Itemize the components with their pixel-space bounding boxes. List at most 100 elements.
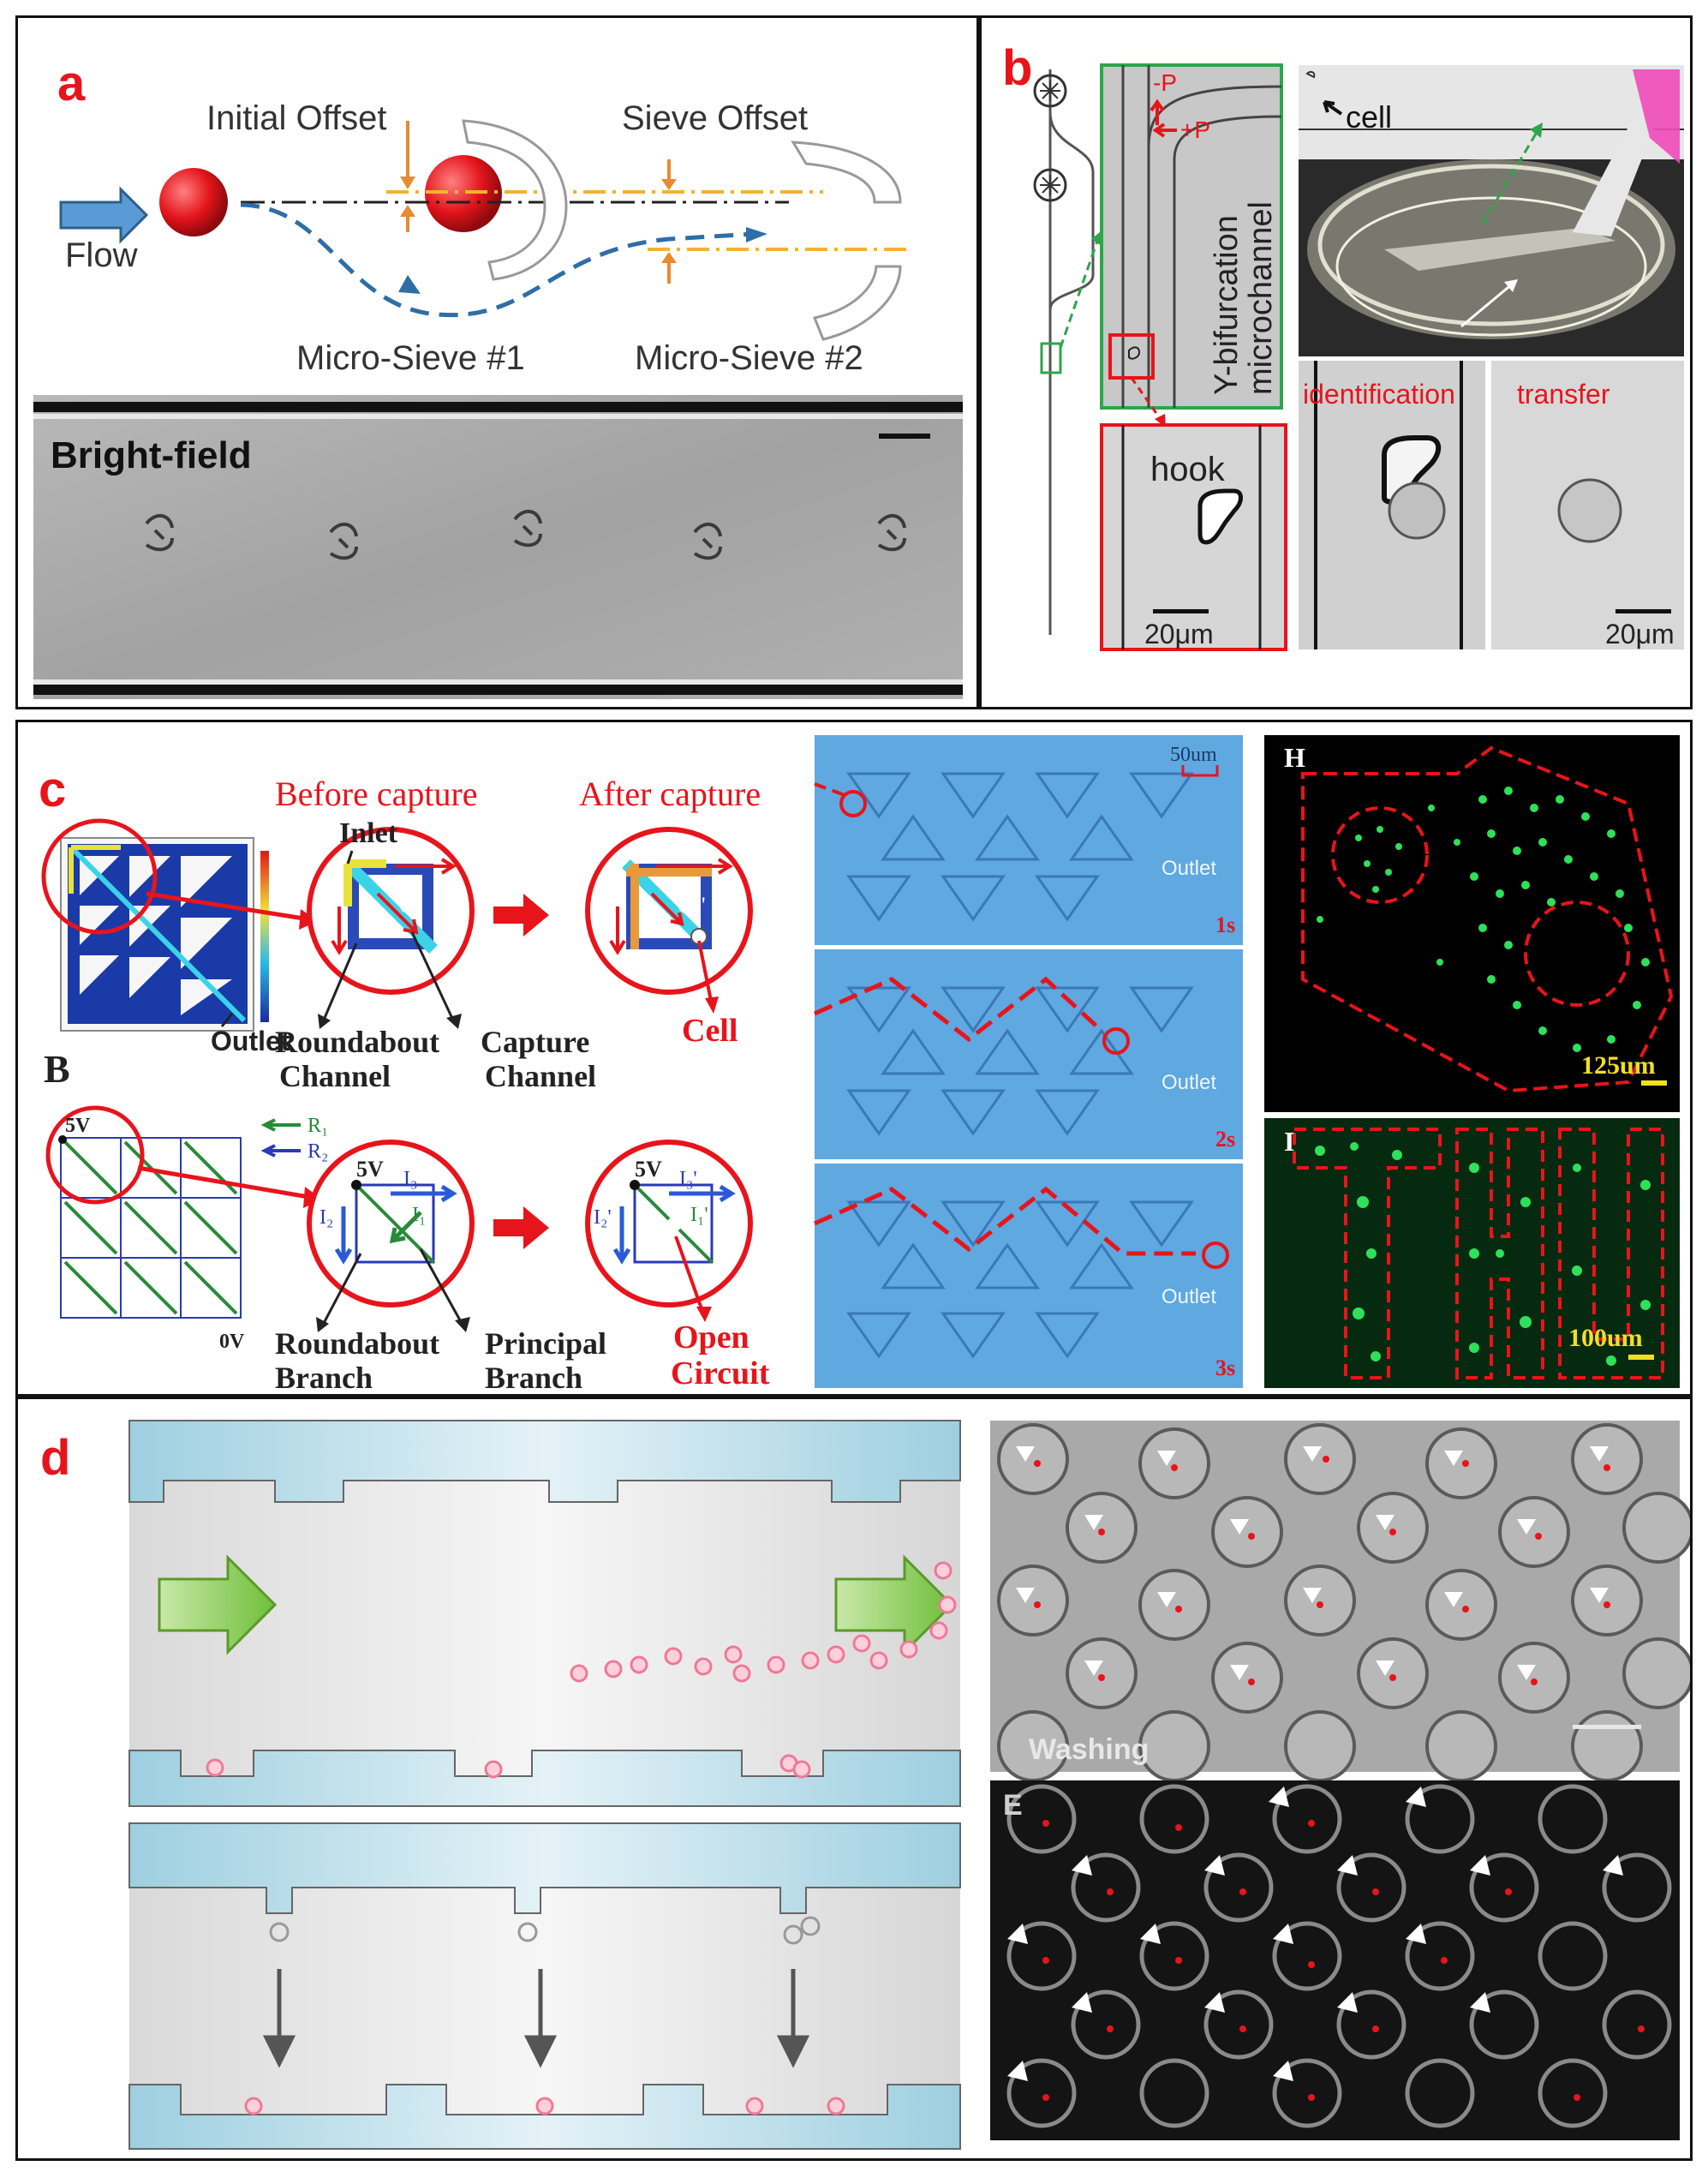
panel-d-diagram: Washing E bbox=[128, 1420, 1690, 2150]
0v-label: 0V bbox=[219, 1331, 245, 1353]
flow-label: Flow bbox=[65, 236, 138, 274]
channel-wall-top bbox=[33, 402, 963, 412]
micro-sieve-1-shape bbox=[462, 119, 568, 281]
minus-p-arrow-icon bbox=[1150, 99, 1165, 125]
micro-sieve-2-label: Micro-Sieve #2 bbox=[635, 339, 863, 377]
time-1s: 1s bbox=[1215, 912, 1235, 937]
released-wells bbox=[269, 1916, 821, 1945]
i2p-label: I₂' bbox=[594, 1206, 612, 1229]
inlet-label: Inlet bbox=[339, 817, 398, 849]
hook-icon-2 bbox=[1382, 435, 1442, 506]
micrograph-timeseries bbox=[813, 735, 1243, 1388]
transition-arrow-icon-2 bbox=[493, 1206, 549, 1249]
principal-branch-label-2: Branch bbox=[485, 1361, 582, 1395]
channel-bottom-wall bbox=[128, 1750, 961, 1807]
scale-label-2: 20μm bbox=[1605, 619, 1675, 649]
5v-label-3: 5V bbox=[635, 1157, 662, 1182]
micro-scale-label: 50um bbox=[1170, 744, 1217, 766]
roundabout-branch-label-1: Roundabout bbox=[275, 1326, 439, 1361]
transfer-label: transfer bbox=[1517, 379, 1610, 410]
i1-arrow-icon bbox=[389, 1211, 422, 1244]
i3-arrow-icon bbox=[391, 1184, 457, 1203]
sieve-structures bbox=[145, 510, 906, 560]
panel-label-c: c bbox=[39, 762, 67, 817]
panel-label-a: a bbox=[57, 56, 86, 111]
washing-label: Washing bbox=[1029, 1733, 1149, 1766]
q3p-arrow-icon bbox=[656, 858, 733, 875]
q3-label: Q₃ bbox=[395, 838, 419, 863]
channel-bottom-wall-2 bbox=[128, 2084, 961, 2150]
principal-branches bbox=[63, 1140, 238, 1315]
i2-label: I₂ bbox=[320, 1206, 333, 1229]
cells-top bbox=[1034, 1456, 1610, 1685]
trajectory-path bbox=[240, 202, 755, 318]
r1-label: R₁ bbox=[308, 1115, 328, 1137]
channel-top-wall bbox=[128, 1420, 961, 1503]
transferred-cell bbox=[1557, 478, 1622, 543]
r1-arrow-icon bbox=[260, 1118, 301, 1132]
channel-top-wall-2 bbox=[128, 1822, 961, 1914]
outlet-port-icon bbox=[1033, 168, 1067, 202]
q2-label: Q₂ bbox=[314, 893, 337, 918]
wells-top bbox=[997, 1423, 1690, 1782]
i-scale-label: 100um bbox=[1568, 1324, 1643, 1352]
zoom-circle-2 bbox=[45, 1105, 145, 1205]
i3p-label: I₃' bbox=[679, 1168, 697, 1190]
panel-b: -P +P Y-bifurcation microchannel hook 20… bbox=[979, 15, 1693, 709]
panel-label-b: b bbox=[1002, 40, 1033, 96]
outlet-label: Outlet bbox=[211, 1026, 290, 1056]
r2-arrow-icon bbox=[260, 1144, 301, 1158]
circuit-after-circle bbox=[585, 1140, 753, 1307]
fluorescent-cells-h bbox=[1317, 787, 1650, 1052]
roundabout-branch-label-2: Branch bbox=[275, 1361, 373, 1395]
5v-label-2: 5V bbox=[356, 1157, 384, 1182]
pipette-tip bbox=[1573, 87, 1667, 236]
time-3s: 3s bbox=[1215, 1355, 1235, 1380]
captured-cell bbox=[1388, 482, 1446, 540]
resistor-grid bbox=[60, 1137, 242, 1319]
offset-arrow-icon-3 bbox=[661, 179, 677, 190]
flow-arrow-icon-d1 bbox=[158, 1554, 278, 1655]
zoom-box-small bbox=[1040, 342, 1062, 374]
y-bifurcation-label-1: Y-bifurcation bbox=[1209, 215, 1245, 395]
capture-channel-label-1: Capture bbox=[481, 1025, 589, 1059]
label-i: I bbox=[1284, 1126, 1294, 1157]
fluorescent-cells-i bbox=[1315, 1142, 1651, 1366]
roundabout-channel-label-2: Channel bbox=[279, 1059, 391, 1093]
after-capture-label: After capture bbox=[579, 775, 761, 813]
offset-arrow-icon-2 bbox=[400, 205, 415, 217]
roundabout-channel-label-1: Roundabout bbox=[275, 1025, 439, 1059]
brightfield-label: Bright-field bbox=[51, 434, 252, 476]
indicator-arrows-bottom bbox=[1007, 1786, 1623, 2081]
cell-label: cell bbox=[1346, 99, 1392, 135]
q1p-arrow-icon bbox=[650, 892, 684, 926]
particles-collected bbox=[244, 2097, 845, 2115]
cell-label-c: Cell bbox=[682, 1013, 738, 1049]
micro-sieve-2-top bbox=[791, 141, 902, 204]
5v-label: 5V bbox=[65, 1115, 91, 1137]
micro-sieve-2-bottom bbox=[812, 265, 902, 341]
principal-branch-label-1: Principal bbox=[485, 1326, 606, 1361]
panel-a: Flow Initial Offset Sieve Offset Micro-S… bbox=[15, 15, 979, 709]
micro-sieve-1-label: Micro-Sieve #1 bbox=[296, 339, 525, 377]
zoom-circle-1 bbox=[41, 818, 158, 935]
q2p-label: Q₂' bbox=[590, 893, 618, 918]
release-arrows bbox=[262, 1969, 810, 2068]
minus-p-label: -P bbox=[1153, 69, 1177, 96]
i2p-arrow-icon bbox=[612, 1206, 631, 1265]
flow-arrow-icon bbox=[59, 186, 149, 244]
scale-bar-1 bbox=[1153, 609, 1209, 613]
q2-arrow-icon bbox=[331, 907, 348, 955]
i2-arrow-icon bbox=[334, 1206, 353, 1265]
scale-bar-d bbox=[1573, 1725, 1641, 1729]
cell-sphere-captured bbox=[425, 155, 502, 232]
cell-sphere-initial bbox=[159, 168, 228, 236]
chip-glass bbox=[1384, 228, 1615, 271]
i-scale-bar bbox=[1628, 1355, 1654, 1360]
open-circuit-label-2: Circuit bbox=[671, 1355, 770, 1391]
sieve-offset-label: Sieve Offset bbox=[622, 99, 808, 137]
i3-label: I₃ bbox=[403, 1168, 417, 1190]
colorbar bbox=[260, 851, 269, 1022]
h-scale-label: 125um bbox=[1581, 1051, 1656, 1080]
hook-label: hook bbox=[1150, 451, 1226, 488]
